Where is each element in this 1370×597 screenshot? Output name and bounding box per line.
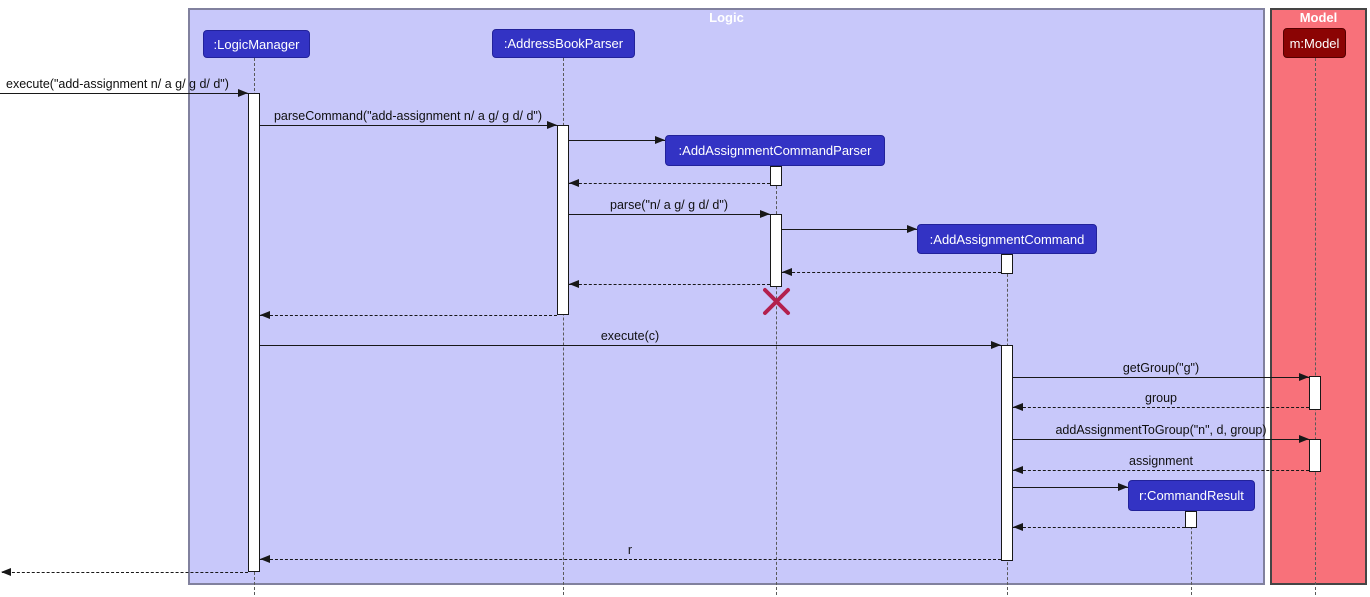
lifeline-address-book-parser xyxy=(563,58,564,595)
message-label-execute-c: execute(c) xyxy=(600,329,660,343)
message-line-add-assignment-to-group xyxy=(1013,439,1309,440)
participant-logic-manager: :LogicManager xyxy=(203,30,310,58)
message-line-create-command-result xyxy=(1013,487,1128,488)
frame-title-logic: Logic xyxy=(709,10,744,25)
frame-model xyxy=(1270,8,1367,585)
activation-logic-manager xyxy=(248,93,260,572)
message-label-r-return: r xyxy=(627,543,633,557)
message-line-parse xyxy=(569,214,770,215)
arrowhead-icon xyxy=(1299,373,1309,381)
message-label-execute-user: execute("add-assignment n/ a g/ g d/ d") xyxy=(6,77,229,91)
return-line-to-caller xyxy=(2,572,248,573)
frame-title-model: Model xyxy=(1299,10,1338,25)
activation-model-get-group xyxy=(1309,376,1321,410)
message-label-parse: parse("n/ a g/ g d/ d") xyxy=(610,198,728,212)
arrowhead-icon xyxy=(238,89,248,97)
participant-model: m:Model xyxy=(1283,28,1346,58)
participant-address-book-parser: :AddressBookParser xyxy=(492,29,635,58)
arrowhead-icon xyxy=(782,268,792,276)
lifeline-model xyxy=(1315,58,1316,595)
arrowhead-icon xyxy=(907,225,917,233)
message-line-parse-command xyxy=(260,125,557,126)
message-line-get-group xyxy=(1013,377,1309,378)
arrowhead-icon xyxy=(1299,435,1309,443)
activation-command-result xyxy=(1185,511,1197,528)
arrowhead-icon xyxy=(760,210,770,218)
message-label-assignment-return: assignment xyxy=(1129,454,1193,468)
message-label-add-assignment-to-group: addAssignmentToGroup("n", d, group) xyxy=(1055,423,1267,437)
arrowhead-icon xyxy=(260,555,270,563)
message-line-create-command xyxy=(782,229,917,230)
arrowhead-icon xyxy=(547,121,557,129)
arrowhead-icon xyxy=(991,341,1001,349)
message-line-execute-c xyxy=(260,345,1001,346)
participant-add-assignment-command-parser: :AddAssignmentCommandParser xyxy=(665,135,885,166)
activation-model-add-assignment xyxy=(1309,439,1321,472)
return-line-group xyxy=(1013,407,1309,408)
activation-command-create xyxy=(1001,254,1013,274)
message-label-get-group: getGroup("g") xyxy=(1122,361,1200,375)
return-line-r xyxy=(260,559,1001,560)
arrowhead-icon xyxy=(1118,483,1128,491)
arrowhead-icon xyxy=(569,179,579,187)
destroy-x-icon xyxy=(763,288,790,315)
return-line-parse-command-result xyxy=(260,315,557,316)
arrowhead-icon xyxy=(1,568,11,576)
message-label-group-return: group xyxy=(1145,391,1177,405)
arrowhead-icon xyxy=(569,280,579,288)
return-line-command-result-created xyxy=(1013,527,1185,528)
activation-command-parser-create xyxy=(770,166,782,186)
lifeline-add-assignment-command-parser xyxy=(776,166,777,595)
arrowhead-icon xyxy=(1013,403,1023,411)
arrowhead-icon xyxy=(655,136,665,144)
return-line-command-created xyxy=(782,272,1001,273)
frame-logic xyxy=(188,8,1265,585)
message-label-parse-command: parseCommand("add-assignment n/ a g/ g d… xyxy=(273,109,543,123)
lifeline-command-result xyxy=(1191,511,1192,595)
activation-address-book-parser xyxy=(557,125,569,315)
participant-add-assignment-command: :AddAssignmentCommand xyxy=(917,224,1097,254)
message-line-execute-user xyxy=(0,93,248,94)
participant-command-result: r:CommandResult xyxy=(1128,480,1255,511)
return-line-command-parser-created xyxy=(569,183,770,184)
activation-command-parser-parse xyxy=(770,214,782,287)
arrowhead-icon xyxy=(1013,523,1023,531)
return-line-parse-result xyxy=(569,284,770,285)
activation-command-execute xyxy=(1001,345,1013,561)
arrowhead-icon xyxy=(260,311,270,319)
return-line-assignment xyxy=(1013,470,1309,471)
message-line-create-command-parser xyxy=(569,140,665,141)
arrowhead-icon xyxy=(1013,466,1023,474)
